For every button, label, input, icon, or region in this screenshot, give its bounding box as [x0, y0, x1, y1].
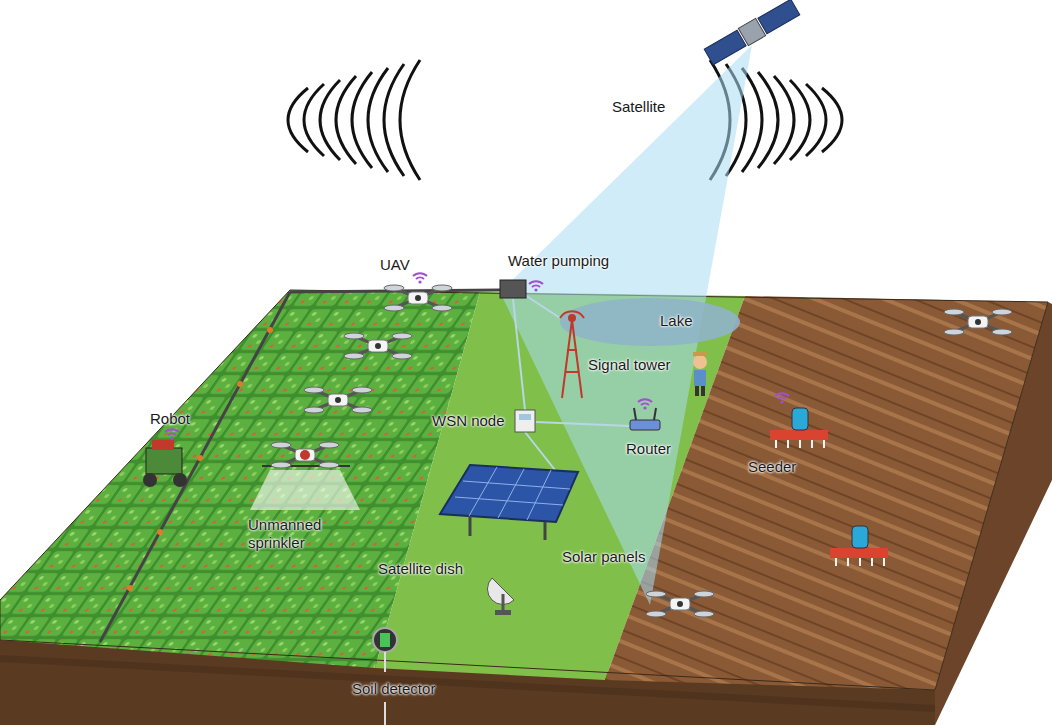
part-label: Solar panels — [562, 548, 645, 566]
part-label: Router — [626, 440, 671, 458]
part-label: Satellite — [612, 98, 665, 116]
part-label: Water pumping — [508, 252, 609, 270]
part-label: Unmanned sprinkler — [248, 516, 340, 552]
part-label: WSN node — [432, 412, 505, 430]
part-label: Robot — [150, 410, 190, 428]
part-label: UAV — [380, 256, 410, 274]
part-label: Signal tower — [588, 356, 671, 374]
part-label: Seeder — [748, 458, 796, 476]
part-label: Lake — [660, 312, 693, 330]
part-label: Soil detector — [352, 680, 435, 698]
part-label: Satellite dish — [378, 560, 463, 578]
